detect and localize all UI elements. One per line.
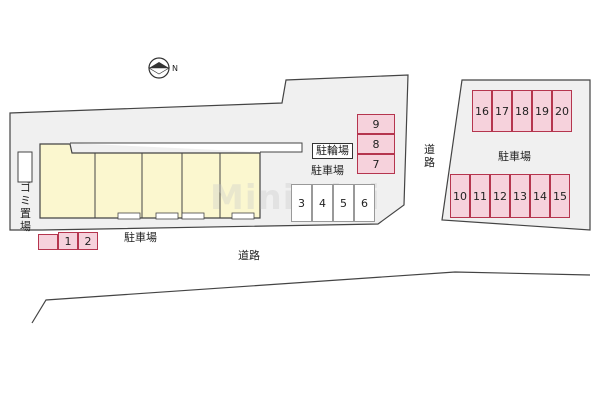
parking-slot: 13: [510, 174, 530, 218]
parking-slot: 10: [450, 174, 470, 218]
parking-slot: 8: [357, 134, 395, 154]
parking-slot: 16: [472, 90, 492, 132]
walkway-line: [70, 142, 303, 153]
garbage-label: ゴミ置場: [20, 181, 31, 233]
road-bottom-label: 道路: [238, 249, 260, 262]
parking-slot: 6: [354, 184, 375, 222]
garbage-box: [17, 151, 33, 183]
parking-slot: 20: [552, 90, 572, 132]
parking-slot: 18: [512, 90, 532, 132]
building-step: [181, 212, 205, 220]
parking-slot: 14: [530, 174, 550, 218]
parking-slot: 5: [333, 184, 354, 222]
parking-slot: 12: [490, 174, 510, 218]
building-step: [155, 212, 179, 220]
parking-slot: 3: [291, 184, 312, 222]
parking-slot: 2: [78, 232, 98, 250]
parking-bottom-label: 駐車場: [124, 231, 157, 244]
parking-slot: 11: [470, 174, 490, 218]
building: [39, 143, 261, 220]
parking-slot: 19: [532, 90, 552, 132]
compass-north-label: N: [172, 64, 178, 73]
parking-right-label: 駐車場: [498, 150, 531, 163]
parking-slot: 7: [357, 154, 395, 174]
parking-slot: 1: [58, 232, 78, 250]
compass-icon: [147, 57, 171, 79]
road-vertical-label: 道路: [424, 143, 435, 169]
parking-slot: 9: [357, 114, 395, 134]
parking-slot: 15: [550, 174, 570, 218]
building-step: [117, 212, 141, 220]
parking-center-label: 駐車場: [311, 164, 344, 177]
parking-slot: [38, 234, 58, 250]
building-step: [231, 212, 255, 220]
parking-slot: 4: [312, 184, 333, 222]
parking-slot: 17: [492, 90, 512, 132]
road-edge-line: [31, 271, 591, 324]
bike-parking-label: 駐輪場: [312, 143, 353, 159]
